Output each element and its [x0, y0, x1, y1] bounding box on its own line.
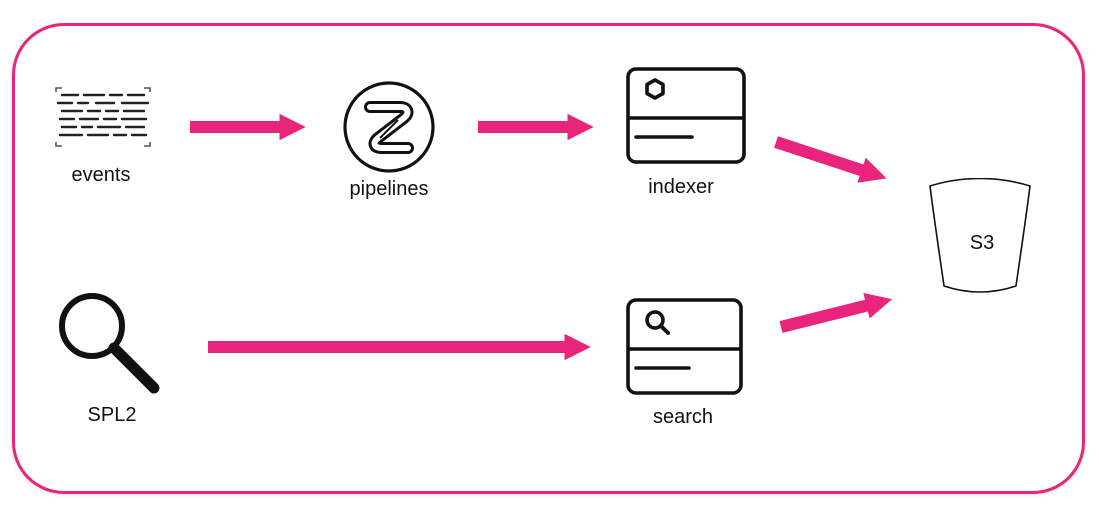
- pipelines-label: pipelines: [349, 178, 429, 200]
- events-label: events: [71, 164, 131, 186]
- pipelines-z-icon: [342, 80, 436, 174]
- indexer-label: indexer: [648, 176, 714, 198]
- indexer-hexagon-card-icon: [626, 67, 746, 164]
- spl2-label: SPL2: [87, 404, 137, 426]
- search-label: search: [652, 406, 714, 428]
- diagram-frame: [12, 23, 1085, 494]
- magnifier-icon: [56, 290, 164, 398]
- bucket-icon: [926, 178, 1034, 294]
- search-card-icon: [626, 298, 743, 395]
- event-lines-icon: [52, 86, 154, 148]
- s3-label: S3: [969, 232, 995, 254]
